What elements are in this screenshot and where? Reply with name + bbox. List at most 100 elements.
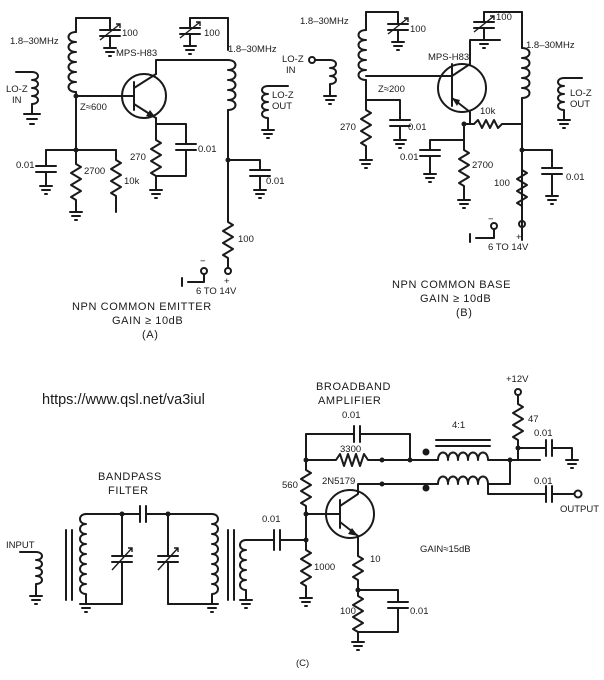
transistor-a	[75, 59, 229, 131]
trimmer-capacitor-a2	[179, 17, 201, 55]
filter-output-coil-c	[239, 529, 307, 609]
circuit-a-freq-out: 1.8–30MHz	[228, 44, 277, 55]
circuit-b-out-label: LO-Z	[570, 88, 592, 99]
circuit-c-tag: (C)	[296, 658, 309, 669]
circuit-b-r-supply: 100	[494, 178, 510, 189]
circuit-c-r-base-top: 560	[282, 480, 298, 491]
circuit-b-transistor: MPS-H83	[428, 52, 469, 63]
circuit-a-tag: (A)	[142, 329, 158, 341]
circuit-b-supply-plus: +	[516, 232, 522, 243]
circuit-a-out-label: LO-Z	[272, 90, 294, 101]
circuit-a-r-emitter: 270	[130, 152, 146, 163]
circuit-a-c-base: 0.01	[16, 160, 35, 171]
circuit-a-c-emitter: 0.01	[198, 144, 217, 155]
circuit-b-supply-voltage: 6 TO 14V	[488, 242, 529, 253]
circuit-b-caption: NPN COMMON BASE	[392, 279, 511, 291]
circuit-a-r-supply: 100	[238, 234, 254, 245]
trimmer-capacitor-a1	[99, 17, 121, 57]
circuit-b-c-emitter: 0.01	[408, 122, 427, 133]
emitter-network-c	[351, 549, 409, 651]
circuit-b-trim-1: 100	[410, 24, 426, 35]
circuit-b-r-feed: 10k	[480, 106, 496, 117]
circuit-c-c-output: 0.01	[534, 476, 553, 487]
circuit-a-transistor: MPS-H83	[116, 48, 157, 59]
circuit-b-c-supply: 0.01	[566, 172, 585, 183]
circuit-b-gain: GAIN ≥ 10dB	[420, 293, 491, 305]
circuit-c-title-2: AMPLIFIER	[318, 395, 381, 407]
circuit-c-title: BROADBAND	[316, 381, 391, 393]
circuit-a-supply-minus: −	[200, 256, 206, 267]
circuit-b-out-label-2: OUT	[570, 99, 590, 110]
circuit-c-r-supply: 47	[528, 414, 539, 425]
input-coupling-coil-c	[19, 551, 43, 605]
transistor-c	[325, 481, 411, 551]
base-network-b	[419, 119, 523, 209]
circuit-a-common-emitter: LO-Z IN 1.8–30MHz 100 MPS-H83 Z≈600 270	[6, 17, 294, 341]
circuit-b-supply-minus: −	[488, 214, 494, 225]
circuit-c-r-emitter2: 100	[340, 606, 356, 617]
circuit-c-c-feedback: 0.01	[342, 410, 361, 421]
circuit-b-trim-2: 100	[496, 12, 512, 23]
input-tank-coil-b	[357, 11, 399, 101]
bandpass-filter-c	[79, 505, 219, 613]
circuit-a-supply-plus: +	[224, 276, 230, 287]
circuit-c-c-emitter: 0.01	[410, 606, 429, 617]
circuit-c-gain: GAIN≈15dB	[420, 544, 471, 555]
circuit-c-filter-label-2: FILTER	[108, 485, 149, 497]
transistor-b	[365, 39, 501, 125]
circuit-c-supply: +12V	[506, 374, 529, 385]
circuit-a-out-label-2: OUT	[272, 101, 292, 112]
watermark-url: https://www.qsl.net/va3iul	[42, 392, 205, 408]
input-tank-coil-a	[67, 17, 111, 151]
input-coupling-coil-b	[308, 56, 337, 105]
output-coupling-c	[487, 483, 583, 503]
output-coupling-coil-a	[261, 85, 289, 139]
output-coupling-coil-b	[557, 77, 583, 129]
circuit-c-c-input: 0.01	[262, 514, 281, 525]
circuit-a-caption: NPN COMMON EMITTER	[72, 301, 212, 313]
circuit-a-z-label: Z≈600	[80, 102, 107, 113]
circuit-b-c-base: 0.01	[400, 152, 419, 163]
output-transformer-c	[409, 439, 541, 492]
circuit-a-gain: GAIN ≥ 10dB	[112, 315, 183, 327]
circuit-a-in-label: LO-Z	[6, 84, 28, 95]
circuit-c-filter-label: BANDPASS	[98, 471, 162, 483]
circuit-a-supply-voltage: 6 TO 14V	[196, 286, 237, 297]
circuit-b-freq-in: 1.8–30MHz	[300, 16, 349, 27]
input-coupling-coil-a	[15, 71, 41, 125]
circuit-b-z-label: Z≈200	[378, 84, 405, 95]
circuit-c-r-feedback: 3300	[340, 444, 361, 455]
circuit-b-r-base: 2700	[472, 160, 493, 171]
circuit-a-trim-1: 100	[122, 28, 138, 39]
supply-network-c	[512, 388, 579, 469]
circuit-c-broadband-amplifier: INPUT BANDPASS FILTER 0.01 BROADBAND AMP…	[6, 374, 599, 669]
emitter-network-b	[359, 99, 411, 169]
circuit-c-r-base-bottom: 1000	[314, 562, 335, 573]
output-transformer-core-c	[227, 529, 235, 601]
circuit-b-in-label: LO-Z	[282, 54, 304, 65]
trimmer-capacitor-b2	[473, 11, 495, 49]
circuit-b-tag: (B)	[456, 307, 472, 319]
circuit-a-r-bias-low: 2700	[84, 166, 105, 177]
circuit-c-output-label: OUTPUT	[560, 504, 599, 515]
circuit-b-r-emitter: 270	[340, 122, 356, 133]
trimmer-capacitor-b1	[387, 11, 409, 51]
circuit-c-transistor: 2N5179	[322, 476, 355, 487]
resistor-270-a	[149, 123, 197, 199]
supply-decoupling-a	[181, 157, 271, 287]
circuit-c-input-label: INPUT	[6, 540, 35, 551]
circuit-c-ratio: 4:1	[452, 420, 465, 431]
circuit-a-freq-in: 1.8–30MHz	[10, 36, 59, 47]
circuit-c-c-supply: 0.01	[534, 428, 553, 439]
circuit-c-r-emitter: 10	[370, 554, 381, 565]
bias-network-a	[35, 149, 122, 221]
circuit-b-freq-out: 1.8–30MHz	[526, 40, 575, 51]
circuit-a-c-supply: 0.01	[266, 176, 285, 187]
circuit-b-common-base: 1.8–30MHz 100 LO-Z IN MPS-H83 Z≈200 270	[282, 11, 592, 319]
supply-decoupling-b	[469, 147, 563, 243]
circuit-a-in-label-2: IN	[12, 95, 22, 106]
circuit-a-r-bias-high: 10k	[124, 176, 140, 187]
circuit-b-in-label-2: IN	[286, 65, 296, 76]
input-transformer-core-c	[65, 529, 73, 601]
